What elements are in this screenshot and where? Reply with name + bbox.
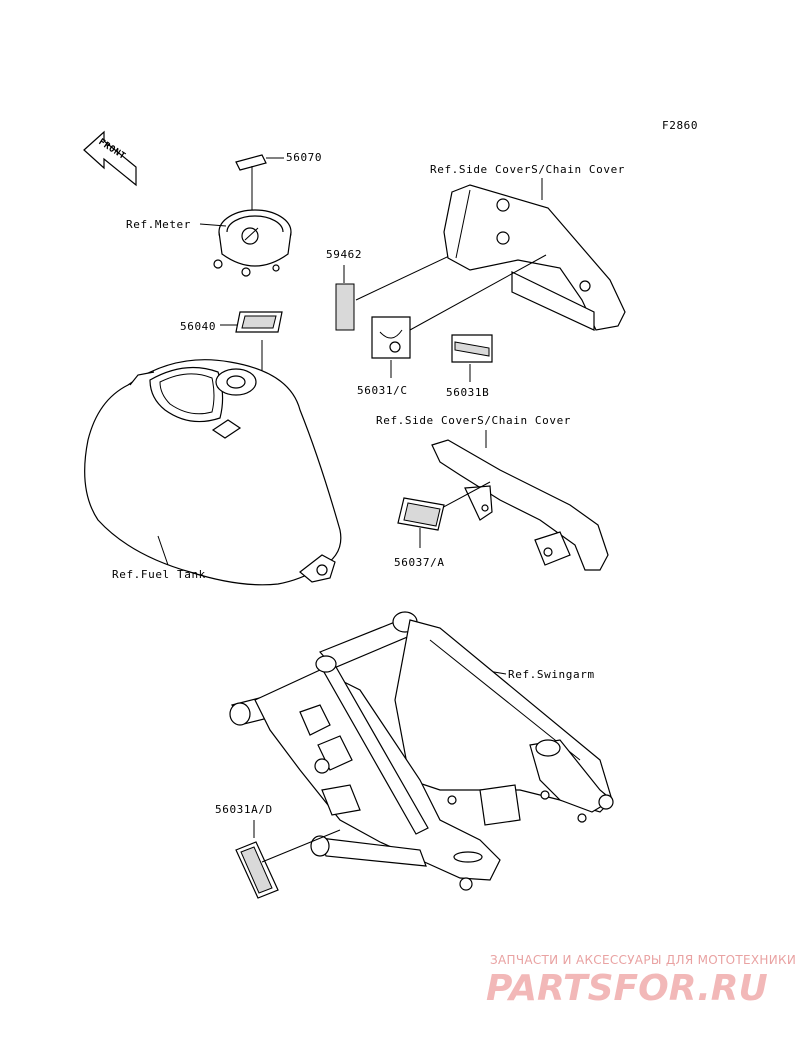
ref-side-cover-upper-label: Ref.Side CoverS/Chain Cover — [430, 163, 625, 176]
side-cover-upper — [443, 184, 626, 331]
label-56031ad-decal — [235, 841, 279, 899]
label-56031c-decal — [371, 316, 411, 359]
part-label-56031b: 56031B — [446, 386, 489, 399]
ref-meter-label: Ref.Meter — [126, 218, 191, 231]
front-arrow-icon: FRONT — [83, 130, 137, 187]
side-cover-lower — [431, 439, 609, 571]
meter-assembly — [213, 209, 292, 277]
ref-swingarm-label: Ref.Swingarm — [508, 668, 595, 681]
part-label-56037a: 56037/A — [394, 556, 445, 569]
swingarm-assembly — [229, 611, 614, 891]
ref-side-cover-lower-label: Ref.Side CoverS/Chain Cover — [376, 414, 571, 427]
part-label-59462: 59462 — [326, 248, 362, 261]
fuel-tank — [84, 359, 342, 586]
part-label-56040: 56040 — [180, 320, 216, 333]
watermark-brand: PARTSFOR.RU — [486, 968, 768, 1009]
label-56040-decal — [235, 311, 283, 333]
label-56070-decal — [235, 154, 267, 171]
part-label-56031ad: 56031A/D — [215, 803, 273, 816]
part-label-56031c: 56031/C — [357, 384, 408, 397]
ref-fuel-tank-label: Ref.Fuel Tank — [112, 568, 206, 581]
label-56037a-decal — [397, 497, 445, 531]
label-59462-decal — [335, 283, 355, 331]
watermark-tagline: ЗАПЧАСТИ И АКСЕССУАРЫ ДЛЯ МОТОТЕХНИКИ — [490, 953, 796, 967]
part-label-56070: 56070 — [286, 151, 322, 164]
figure-code: F2860 — [662, 119, 698, 132]
label-56031b-decal — [451, 334, 493, 363]
